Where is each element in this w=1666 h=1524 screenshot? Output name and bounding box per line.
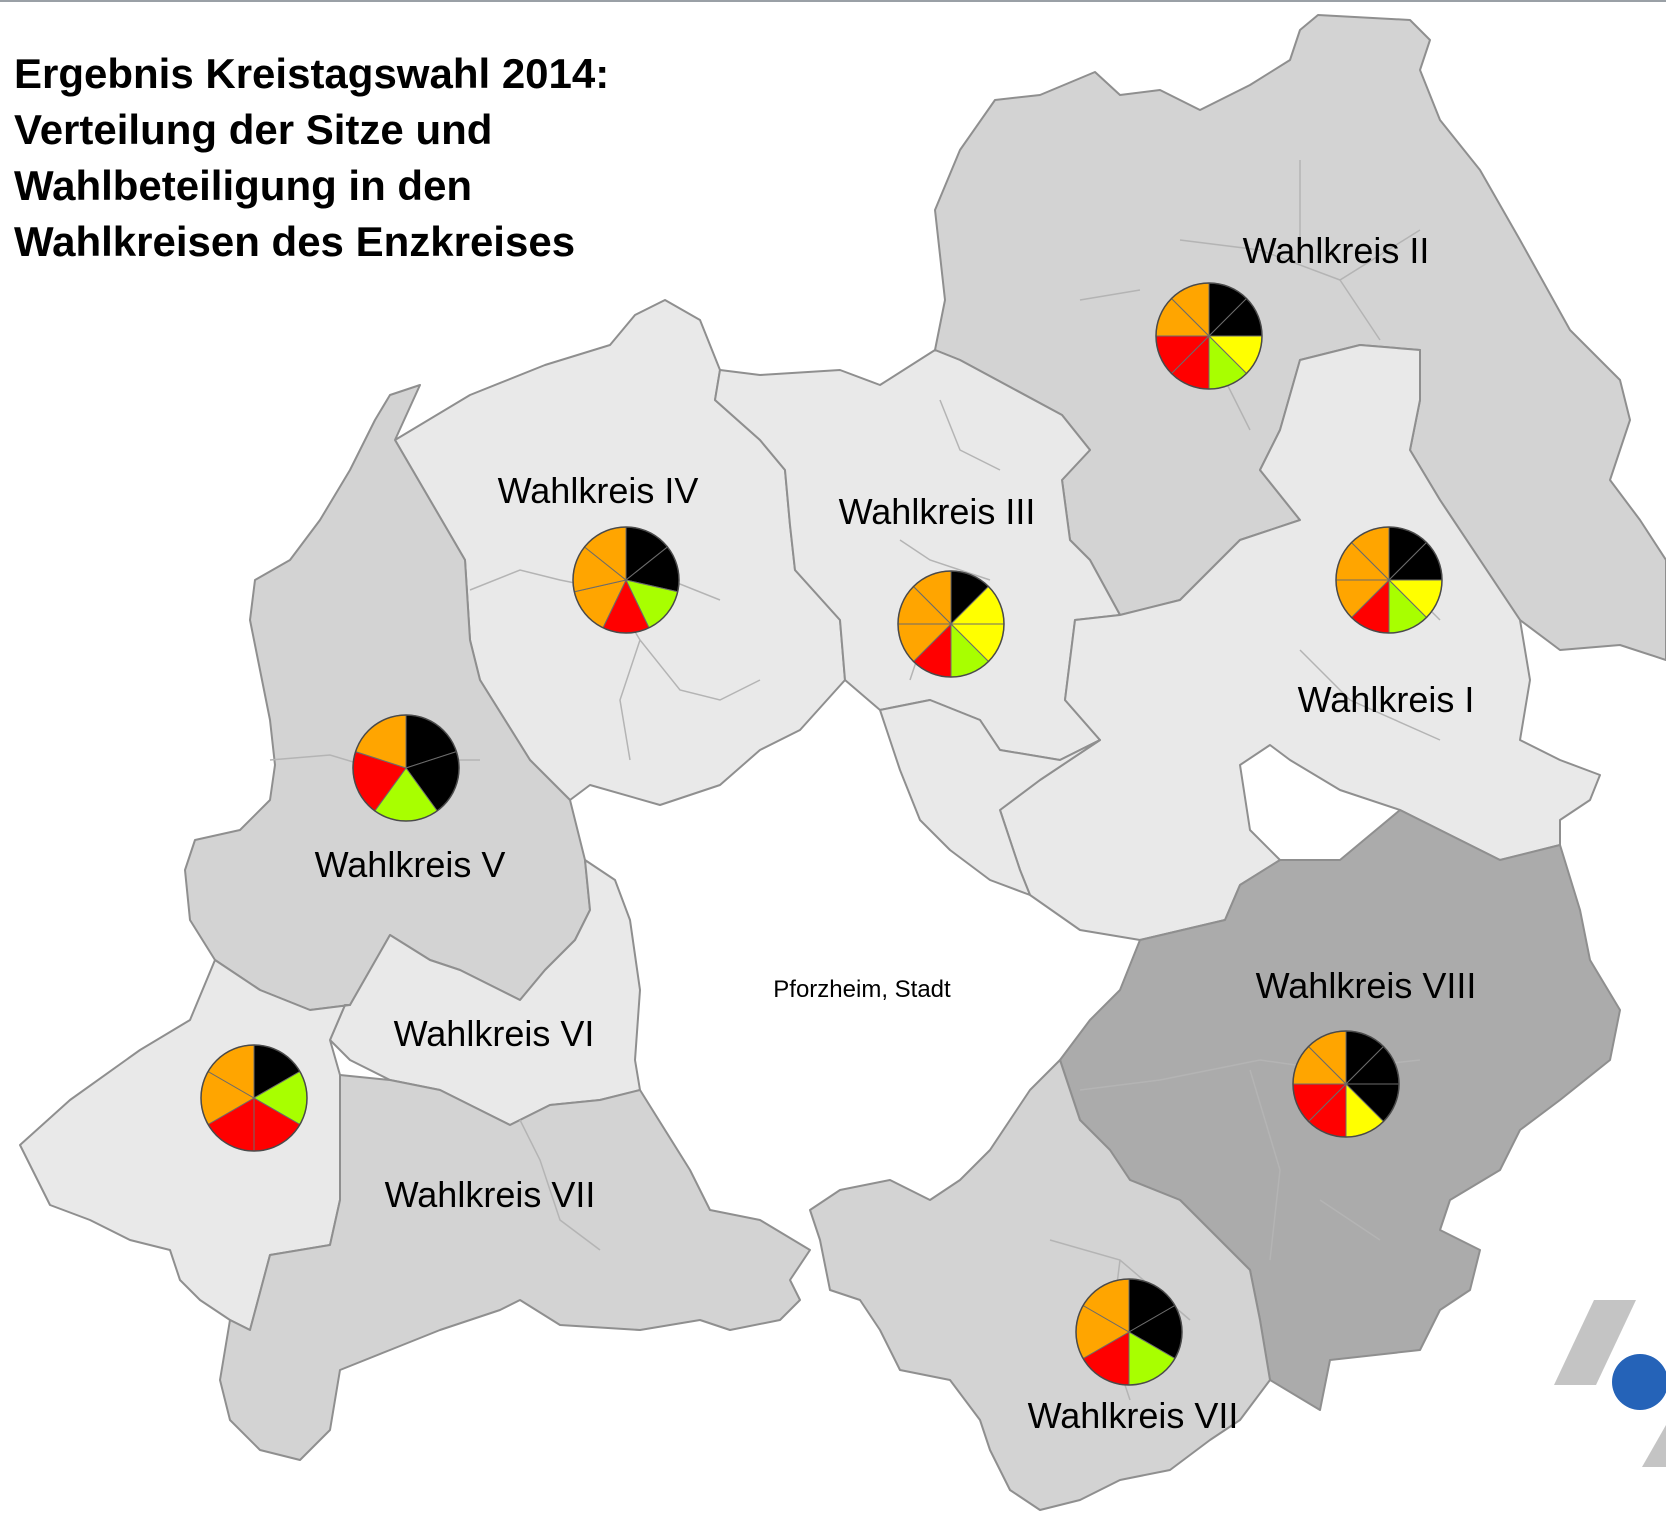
title-line-2: Verteilung der Sitze und [14,106,493,153]
pie-wahlkreis-vi [200,1044,308,1152]
label-wahlkreis-ii: Wahlkreis II [1243,230,1430,271]
logo-stripe-upper [1554,1300,1636,1385]
pie-wahlkreis-viii [1292,1030,1400,1138]
pie-wahlkreis-iii [897,570,1005,678]
municipality-boundary [519,1119,601,1251]
top-border-line [0,0,1666,2]
pie-outline [1335,526,1443,634]
label-wahlkreis-vi: Wahlkreis VI [394,1013,595,1054]
pie-outline [1075,1278,1183,1386]
district-wahlkreis-iii-south [879,699,1101,896]
district-wahlkreis-vii-west [219,1074,811,1461]
pie-wahlkreis-iv [572,526,680,634]
pie-wahlkreis-i [1335,526,1443,634]
label-wahlkreis-vii-south: Wahlkreis VII [1028,1395,1239,1436]
municipality-boundary [1079,160,1421,431]
title-line-4: Wahlkreisen des Enzkreises [14,218,576,265]
label-wahlkreis-vii-west: Wahlkreis VII [385,1174,596,1215]
seat-distribution-pies [200,282,1443,1386]
pie-outline [1155,282,1263,390]
pie-outline [897,570,1005,678]
pie-outline [1292,1030,1400,1138]
title-line-1: Ergebnis Kreistagswahl 2014: [14,50,610,97]
district-wahlkreis-vi [329,859,641,1126]
pie-wahlkreis-v [352,714,460,822]
title-line-3: Wahlbeteiligung in den [14,162,473,209]
pie-wahlkreis-vii-south [1075,1278,1183,1386]
logo-stripe-lower [1642,1425,1666,1467]
pie-wahlkreis-ii [1155,282,1263,390]
label-pforzheim-stadt: Pforzheim, Stadt [773,976,951,1003]
label-wahlkreis-i: Wahlkreis I [1298,679,1475,720]
logo-mark [1554,1300,1666,1467]
pie-outline [200,1044,308,1152]
label-wahlkreis-iii: Wahlkreis III [839,491,1036,532]
map-title: Ergebnis Kreistagswahl 2014: Verteilung … [14,46,734,270]
district-wahlkreis-vii-south [809,1059,1271,1511]
logo-dot [1612,1354,1666,1410]
pie-outline [352,714,460,822]
pie-outline [572,526,680,634]
label-wahlkreis-viii: Wahlkreis VIII [1256,965,1477,1006]
label-wahlkreis-v: Wahlkreis V [315,844,506,885]
label-wahlkreis-iv: Wahlkreis IV [498,470,699,511]
